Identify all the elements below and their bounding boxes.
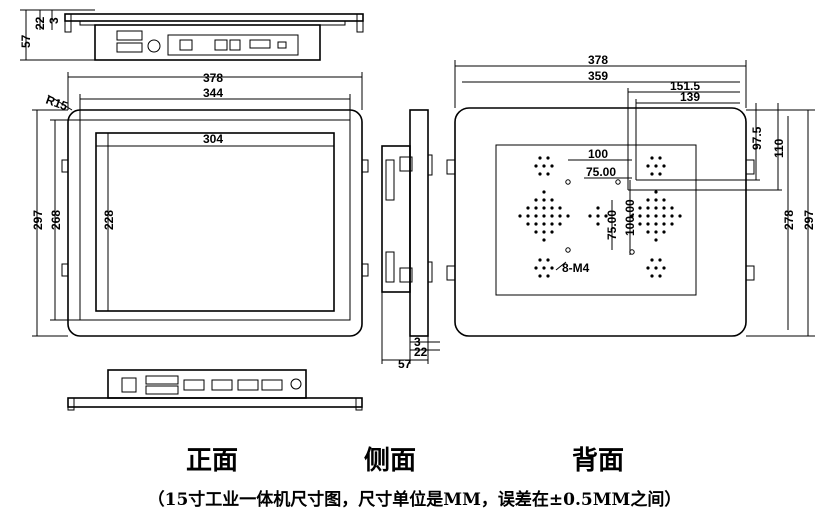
technical-drawing: 57 22 3 378 344 R15 bbox=[19, 9, 816, 411]
side-dim-22: 22 bbox=[414, 345, 428, 359]
label-front: 正面 bbox=[186, 446, 239, 476]
back-dim-297: 297 bbox=[802, 210, 816, 230]
front-dim-268: 268 bbox=[49, 210, 63, 230]
back-dim-100h: 100 bbox=[588, 147, 608, 161]
back-view: 378 359 151.5 139 100 bbox=[446, 53, 816, 337]
front-dim-304: 304 bbox=[203, 132, 223, 146]
side-view: 3 22 57 bbox=[381, 109, 440, 371]
dimension-note: （15寸工业一体机尺寸图，尺寸单位是MM，误差在±0.5MM之间） bbox=[147, 490, 682, 510]
front-dim-344: 344 bbox=[203, 86, 223, 100]
front-dim-378: 378 bbox=[203, 71, 223, 85]
front-view: 378 344 R15 304 297 268 228 bbox=[31, 71, 369, 337]
label-back: 背面 bbox=[572, 446, 625, 476]
front-dim-228: 228 bbox=[102, 210, 116, 230]
back-dim-75v: 75.00 bbox=[605, 210, 619, 240]
back-dim-359: 359 bbox=[588, 69, 608, 83]
front-dim-297: 297 bbox=[31, 210, 45, 230]
back-dim-75h: 75.00 bbox=[586, 165, 616, 179]
label-side: 侧面 bbox=[364, 446, 417, 476]
side-dim-57: 57 bbox=[398, 357, 412, 371]
back-dim-151-5: 151.5 bbox=[670, 79, 700, 93]
back-screw-spec: 8-M4 bbox=[562, 261, 590, 275]
back-dim-97-5: 97.5 bbox=[750, 126, 764, 150]
bottom-view bbox=[67, 369, 363, 411]
vent-pattern bbox=[518, 156, 682, 278]
side-dim-3: 3 bbox=[414, 335, 421, 349]
back-dim-100v: 100.00 bbox=[623, 199, 637, 236]
back-dim-378: 378 bbox=[588, 53, 608, 67]
top-dim-22: 22 bbox=[33, 16, 47, 30]
top-dim-3: 3 bbox=[47, 17, 61, 24]
back-dim-110: 110 bbox=[772, 138, 786, 158]
top-dim-57: 57 bbox=[19, 34, 33, 48]
top-view: 57 22 3 bbox=[19, 9, 364, 61]
back-dim-278: 278 bbox=[782, 210, 796, 230]
back-dim-139: 139 bbox=[680, 90, 700, 104]
